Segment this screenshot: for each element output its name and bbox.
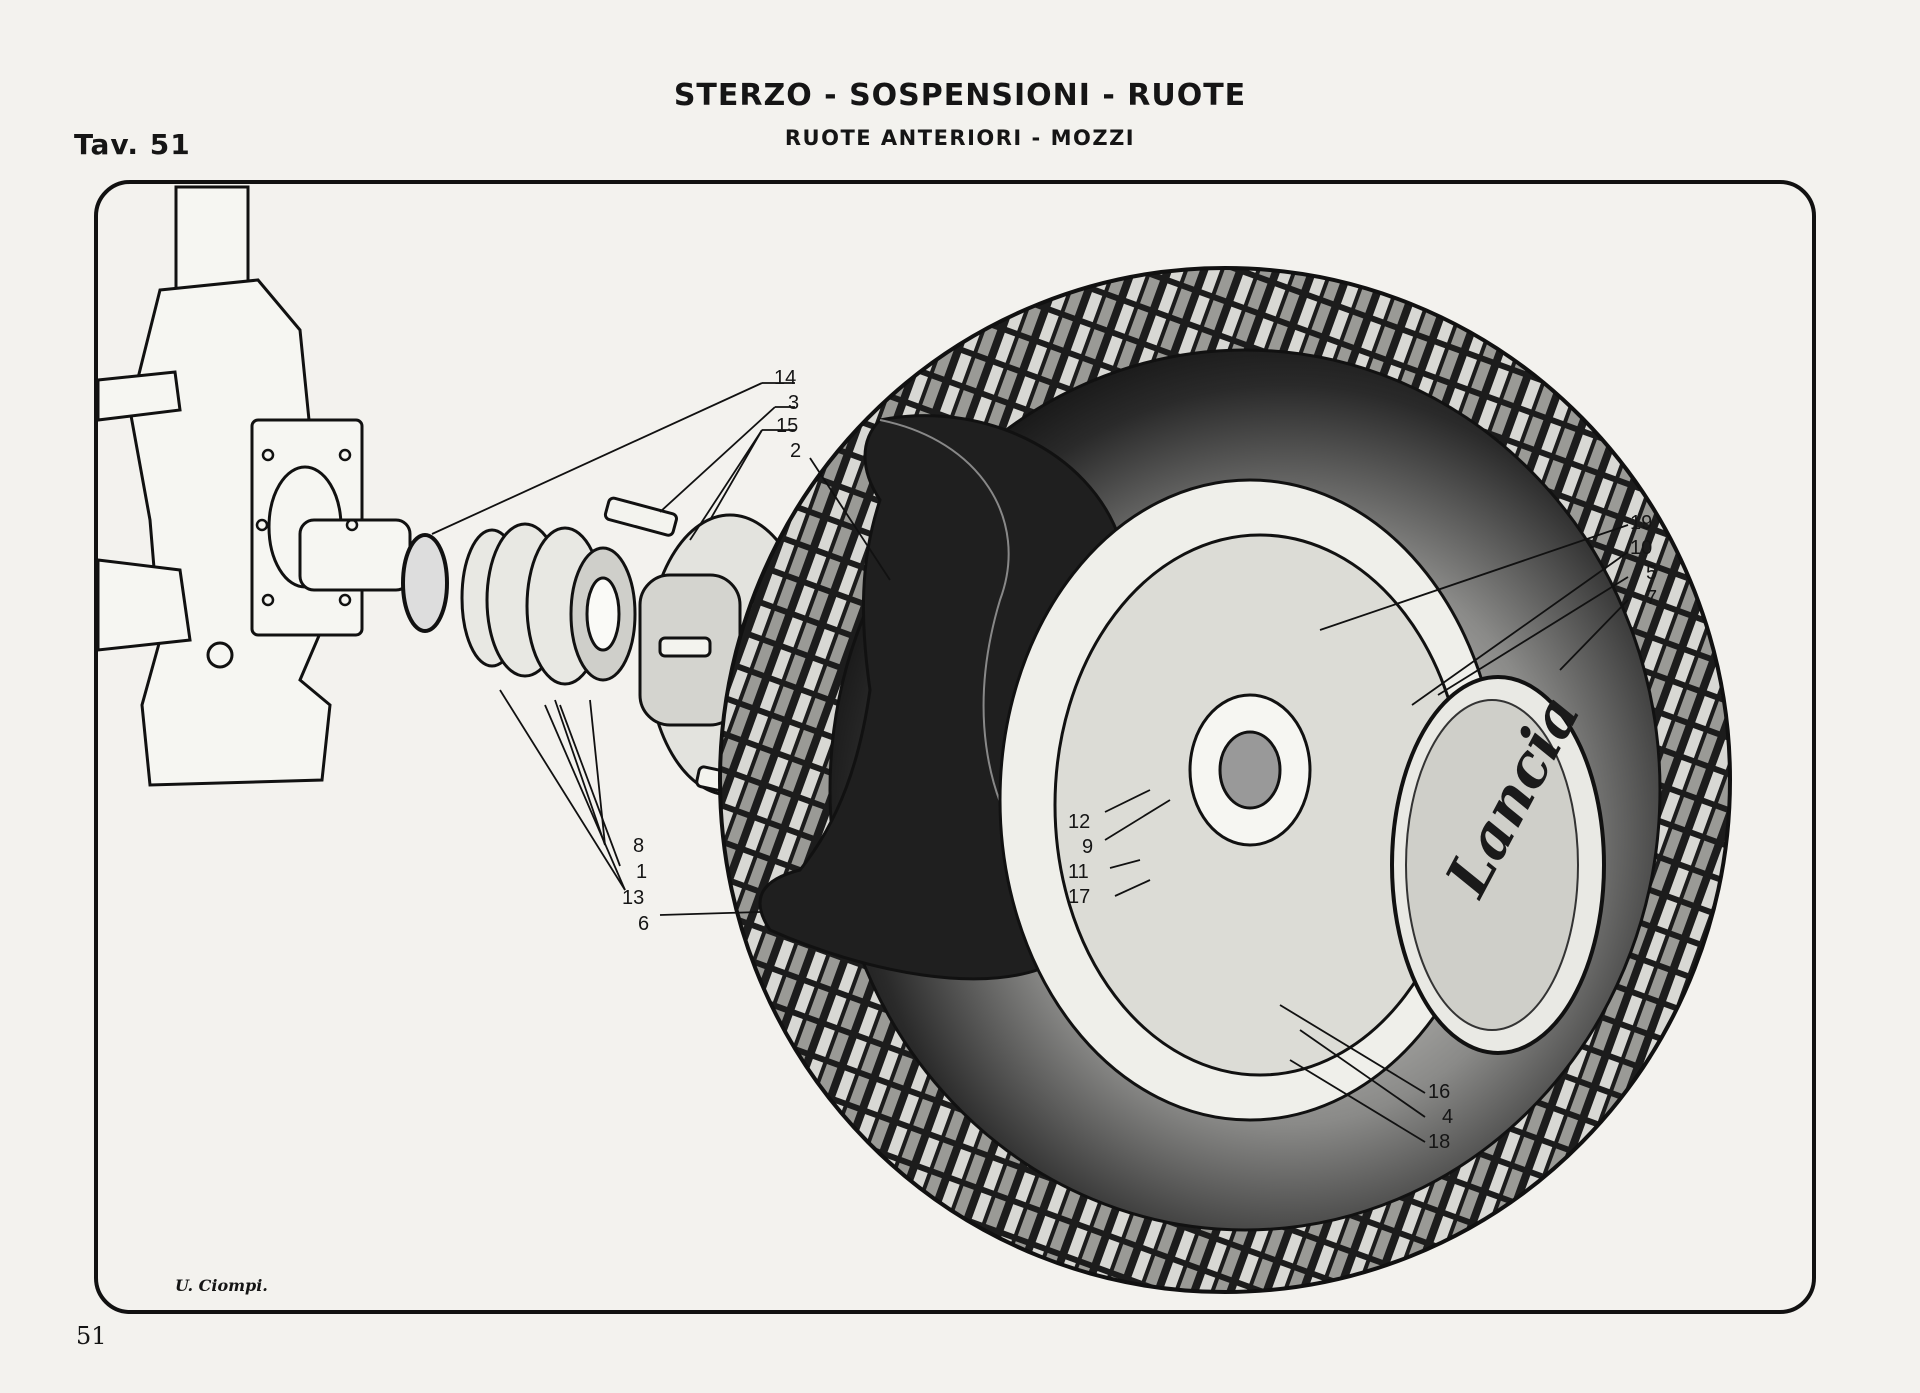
callout-9: 9	[1082, 836, 1094, 858]
callout-13: 13	[622, 887, 645, 909]
callout-3: 3	[788, 392, 800, 414]
steering-knuckle	[96, 185, 412, 787]
hub-cap: Lancia	[1390, 675, 1606, 1055]
callout-16: 16	[1428, 1081, 1451, 1103]
diagram-frame	[94, 180, 1816, 1314]
bearing-assembly	[460, 522, 637, 686]
callout-8: 8	[633, 835, 645, 857]
seal-ring	[401, 533, 449, 633]
callout-5: 5	[1646, 562, 1658, 584]
page-title: STERZO - SOSPENSIONI - RUOTE	[673, 78, 1247, 113]
callout-1: 1	[636, 861, 648, 883]
callout-4: 4	[1442, 1106, 1454, 1128]
callout-17: 17	[1068, 886, 1091, 908]
illustrator-signature: U. Ciompi.	[175, 1276, 268, 1295]
callout-19: 19	[1630, 512, 1653, 534]
wheel-disc	[998, 478, 1502, 1122]
callout-11: 11	[1068, 861, 1089, 883]
knuckle-bolt-holes	[255, 448, 359, 607]
callout-6: 6	[638, 913, 650, 935]
callout-7: 7	[1646, 587, 1658, 609]
callout-2: 2	[790, 440, 802, 462]
callout-15: 15	[776, 415, 799, 437]
page-number: 51	[76, 1322, 107, 1350]
plate-number: Tav. 51	[74, 128, 191, 161]
callout-14: 14	[774, 367, 797, 389]
leader-lines	[431, 382, 1629, 1143]
callout-10: 10	[1630, 537, 1653, 559]
page-subtitle: RUOTE ANTERIORI - MOZZI	[784, 126, 1136, 150]
callout-18: 18	[1428, 1131, 1451, 1153]
callout-12: 12	[1068, 811, 1091, 833]
